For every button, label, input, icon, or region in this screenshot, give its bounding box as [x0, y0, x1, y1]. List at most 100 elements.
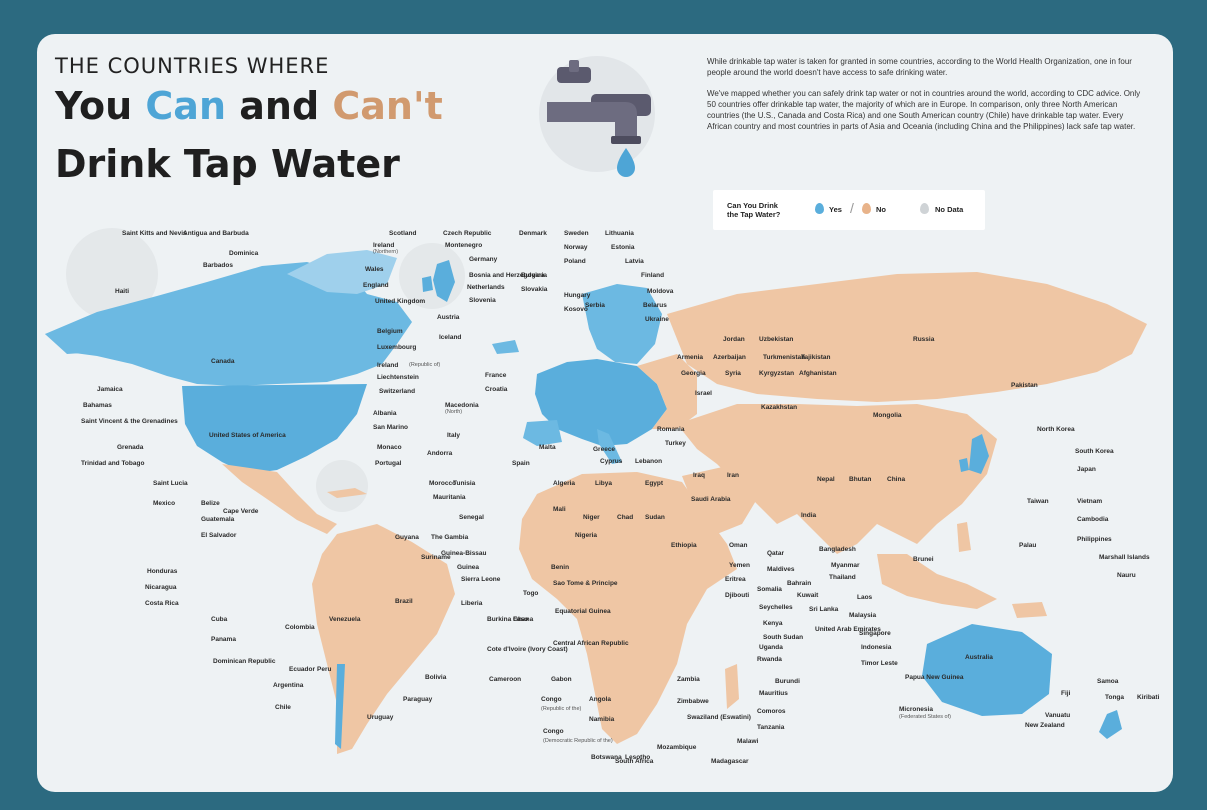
country-label: Egypt	[645, 480, 664, 487]
country-label: Nicaragua	[145, 584, 177, 591]
country-label: Swaziland (Eswatini)	[687, 714, 751, 721]
new-zealand-shape	[1099, 710, 1122, 739]
country-label: Denmark	[519, 230, 547, 237]
country-label: Guinea	[457, 564, 480, 571]
country-label: Laos	[857, 594, 873, 601]
country-label: Czech Republic	[443, 230, 492, 237]
country-label: Burkina Faso	[487, 616, 529, 623]
country-label: (Federated States of)	[899, 714, 951, 720]
country-label: El Salvador	[201, 532, 237, 539]
country-label: Malaysia	[849, 612, 877, 619]
country-label: Belize	[201, 500, 220, 507]
country-label: San Marino	[373, 424, 409, 431]
country-label: Rwanda	[757, 656, 782, 663]
country-label: Jordan	[723, 336, 745, 343]
country-label: Iceland	[439, 334, 462, 341]
country-label: Namibia	[589, 716, 615, 723]
legend-nodata-drop-icon	[920, 203, 929, 214]
country-label: Chile	[275, 704, 291, 711]
country-label: Trinidad and Tobago	[81, 460, 145, 467]
legend-no-drop-icon	[862, 203, 871, 214]
central-america-callout-circle	[316, 460, 368, 512]
country-label: Sri Lanka	[809, 606, 839, 613]
country-label: Afghanistan	[799, 370, 837, 377]
country-label: Japan	[1077, 466, 1096, 473]
south-korea-shape	[959, 458, 969, 472]
country-label: South Africa	[615, 758, 654, 765]
intro-text: While drinkable tap water is taken for g…	[707, 56, 1147, 142]
country-label: Luxembourg	[377, 344, 417, 351]
country-label: Switzerland	[379, 388, 416, 395]
country-label: Tunisia	[453, 480, 476, 487]
country-label: Fiji	[1061, 690, 1071, 697]
country-label: Cambodia	[1077, 516, 1109, 523]
legend-yes-label: Yes	[829, 205, 842, 214]
country-label: Suriname	[421, 554, 451, 561]
title-line-2: Drink Tap Water	[55, 142, 400, 186]
country-label: Palau	[1019, 542, 1037, 549]
russia-shape	[667, 272, 1147, 402]
country-label: Tanzania	[757, 724, 785, 731]
philippines-shape	[957, 522, 971, 552]
country-label: Moldova	[647, 288, 674, 295]
country-label: Lithuania	[605, 230, 634, 237]
country-label: Bahamas	[83, 402, 112, 409]
country-label: Bolivia	[425, 674, 447, 681]
country-label: Cape Verde	[223, 508, 259, 515]
country-label: Congo	[543, 728, 564, 735]
title-cant: Can't	[332, 84, 443, 128]
country-label: Zambia	[677, 676, 700, 683]
country-label: Saint Kitts and Nevis	[122, 230, 187, 237]
country-label: Romania	[657, 426, 685, 433]
title-you: You	[55, 84, 146, 128]
country-label: Libya	[595, 480, 612, 487]
iberia-shape	[523, 420, 562, 446]
country-label: Somalia	[757, 586, 782, 593]
country-label: Pakistan	[1011, 382, 1038, 389]
country-label: Canada	[211, 358, 235, 365]
country-label: Marshall Islands	[1099, 554, 1150, 561]
legend-no-label: No	[876, 205, 886, 214]
country-label: Bosnia and Herzegovina	[469, 272, 545, 279]
country-label: Guinea-Bissau	[441, 550, 487, 557]
legend-yes-drop-icon	[815, 203, 824, 214]
country-label: Djibouti	[725, 592, 750, 599]
country-label: Zimbabwe	[677, 698, 709, 705]
cuba-shape	[327, 488, 367, 498]
infographic-card: THE COUNTRIES WHERE You Can and Can't Dr…	[37, 34, 1173, 792]
iceland-shape	[492, 340, 519, 354]
ireland-shape	[422, 276, 433, 292]
country-label: Grenada	[117, 444, 144, 451]
country-label: Kuwait	[797, 592, 819, 599]
country-label: India	[801, 512, 817, 519]
country-label: Dominica	[229, 250, 259, 257]
asia-shape	[677, 404, 997, 554]
country-label: Cote d'Ivoire (Ivory Coast)	[487, 646, 568, 653]
country-label: China	[887, 476, 906, 483]
country-label: Iran	[727, 472, 739, 479]
country-label: Guatemala	[201, 516, 235, 523]
country-label: (Democratic Republic of the)	[543, 738, 613, 744]
country-label: Austria	[437, 314, 460, 321]
country-label: Sao Tome & Principe	[553, 580, 618, 587]
country-label: Wales	[365, 266, 384, 273]
country-label: Lebanon	[635, 458, 663, 465]
country-label: Norway	[564, 244, 588, 251]
country-label: Albania	[373, 410, 397, 417]
country-label: South Korea	[1075, 448, 1114, 455]
country-label: Finland	[641, 272, 665, 279]
scandinavia-shape	[582, 284, 662, 364]
country-label: Mexico	[153, 500, 176, 507]
country-label: North Korea	[1037, 426, 1075, 433]
country-label: Belarus	[643, 302, 667, 309]
greenland-shape	[287, 250, 397, 294]
country-label: Nigeria	[575, 532, 598, 539]
country-label: Slovenia	[469, 297, 496, 304]
country-label: Botswana	[591, 754, 622, 761]
italy-shape	[597, 429, 622, 464]
country-label: Turkmenistan	[763, 354, 806, 361]
country-label: Philippines	[1077, 536, 1112, 543]
country-label: Chad	[617, 514, 634, 521]
country-label: Benin	[551, 564, 570, 571]
country-label: Hungary	[564, 292, 591, 299]
